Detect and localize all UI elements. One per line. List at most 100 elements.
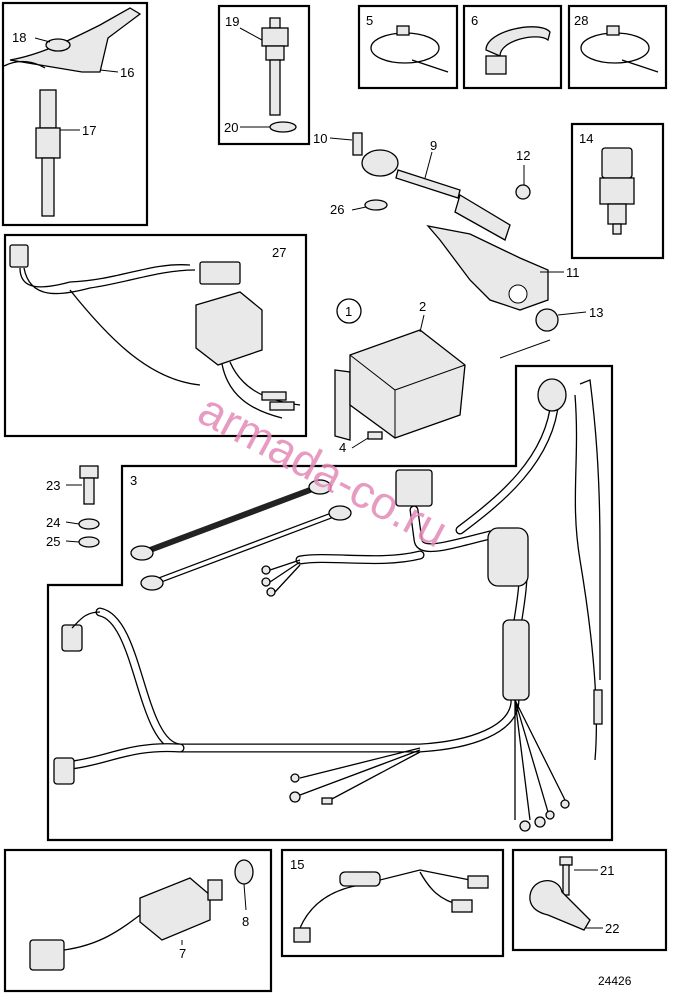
- terminal-shape: [290, 773, 300, 783]
- harness-wire-shape: [221, 363, 283, 419]
- sender-probe-shape: [269, 59, 281, 116]
- wires-shape: [299, 747, 421, 801]
- label-12: 12: [516, 148, 530, 163]
- bolt-shank-shape: [83, 477, 95, 505]
- label-9: 9: [430, 138, 437, 153]
- solenoid-body-shape: [139, 877, 211, 941]
- connector-shape: [29, 939, 65, 971]
- panel-frame: [46, 364, 614, 842]
- label-6: 6: [471, 13, 478, 28]
- sensor-thread-shape: [607, 203, 627, 225]
- relay-body-shape: [195, 291, 263, 366]
- washer-24-shape: [78, 518, 100, 530]
- eye-terminal-shape: [361, 149, 399, 177]
- cable-sleeve-shape: [339, 871, 381, 887]
- group-control-unit: 1 2 4: [334, 298, 466, 455]
- terminal-shape: [519, 820, 531, 832]
- cable-end-shape: [454, 194, 511, 241]
- panel-clamp-6: 6: [462, 4, 563, 90]
- label-2: 2: [419, 299, 426, 314]
- panel-clamp-21-22: 21 22: [511, 848, 668, 952]
- sensor-end-shape: [467, 875, 489, 889]
- label-5: 5: [366, 13, 373, 28]
- bolt-10-shape: [352, 132, 363, 156]
- label-25: 25: [46, 534, 60, 549]
- harness-wire-shape: [574, 394, 597, 761]
- cable-tie-tail-shape: [621, 59, 659, 73]
- connector-shape: [199, 261, 241, 285]
- leader-10: [329, 137, 353, 141]
- terminal-shape: [560, 799, 570, 809]
- grommet-13-shape: [535, 308, 559, 332]
- label-15: 15: [290, 857, 304, 872]
- leader-9: [424, 151, 433, 179]
- washer-25-shape: [78, 536, 100, 548]
- terminal-shape: [545, 810, 555, 820]
- harness-branch-shape: [456, 396, 559, 534]
- bracket-16-shape: [9, 7, 142, 73]
- harness-branch-shape: [68, 744, 184, 769]
- sleeve-shape: [487, 527, 529, 587]
- terminal-shape: [289, 791, 301, 803]
- leader-25: [65, 540, 80, 543]
- label-1: 1: [345, 304, 352, 319]
- harness-branch-shape: [296, 551, 424, 564]
- label-21: 21: [600, 863, 614, 878]
- harness-wire-shape: [579, 379, 601, 680]
- terminal-shape: [261, 391, 287, 401]
- control-unit-box-shape: [349, 329, 466, 439]
- label-17: 17: [82, 123, 96, 138]
- cable-tie-shape: [370, 32, 440, 64]
- bracket-hole-shape: [508, 284, 528, 304]
- side-connector-shape: [53, 757, 75, 785]
- label-11: 11: [566, 265, 580, 280]
- sender-hex-shape: [261, 27, 289, 47]
- label-14: 14: [579, 131, 593, 146]
- screw-21-shank-shape: [562, 864, 570, 896]
- side-connector-shape: [61, 624, 83, 652]
- panel-sender: 19 20: [217, 4, 311, 146]
- panel-frame: [3, 848, 273, 993]
- glow-plug-body-shape: [35, 127, 61, 159]
- terminal-shape: [261, 577, 271, 587]
- group-cable-9-13: 10 9 12 26 11 13: [313, 131, 603, 359]
- label-19: 19: [225, 14, 239, 29]
- sensor-hex-shape: [599, 177, 635, 205]
- ring-terminal-shape: [130, 545, 154, 561]
- label-20: 20: [224, 120, 238, 135]
- harness-wire-shape: [69, 289, 201, 386]
- panel-frame: [217, 4, 311, 146]
- figure-number: 24426: [598, 974, 632, 988]
- wires-shape: [269, 559, 301, 593]
- leader-4: [351, 437, 369, 449]
- label-8: 8: [242, 914, 249, 929]
- harness-wire-shape: [19, 264, 191, 288]
- label-3: 3: [130, 473, 137, 488]
- panel-frame: [570, 122, 665, 260]
- glow-plug-head-shape: [39, 89, 57, 129]
- leader-13: [557, 311, 587, 316]
- battery-cable-shape: [158, 514, 332, 582]
- label-26: 26: [330, 202, 344, 217]
- label-13: 13: [589, 305, 603, 320]
- ring-terminal-shape: [140, 575, 164, 591]
- o-ring-26-shape: [364, 199, 388, 211]
- label-10: 10: [313, 131, 327, 146]
- ring-terminal-shape: [308, 479, 332, 495]
- label-27: 27: [272, 245, 286, 260]
- spring-9-shape: [395, 169, 461, 199]
- leader-24: [65, 521, 80, 525]
- wire-shape: [3, 60, 46, 69]
- nut-18-shape: [45, 38, 71, 52]
- leader-13b: [499, 339, 551, 359]
- bracket-11-shape: [426, 225, 549, 311]
- sensor-end-shape: [293, 927, 311, 943]
- bolt-head-shape: [79, 465, 99, 479]
- panel-frame: [567, 4, 668, 90]
- cable-tie-tail-shape: [411, 59, 449, 73]
- label-28: 28: [574, 13, 588, 28]
- panel-frame: [357, 4, 459, 90]
- label-22: 22: [605, 921, 619, 936]
- sender-thread-shape: [265, 45, 285, 61]
- battery-cable-shape: [147, 487, 313, 553]
